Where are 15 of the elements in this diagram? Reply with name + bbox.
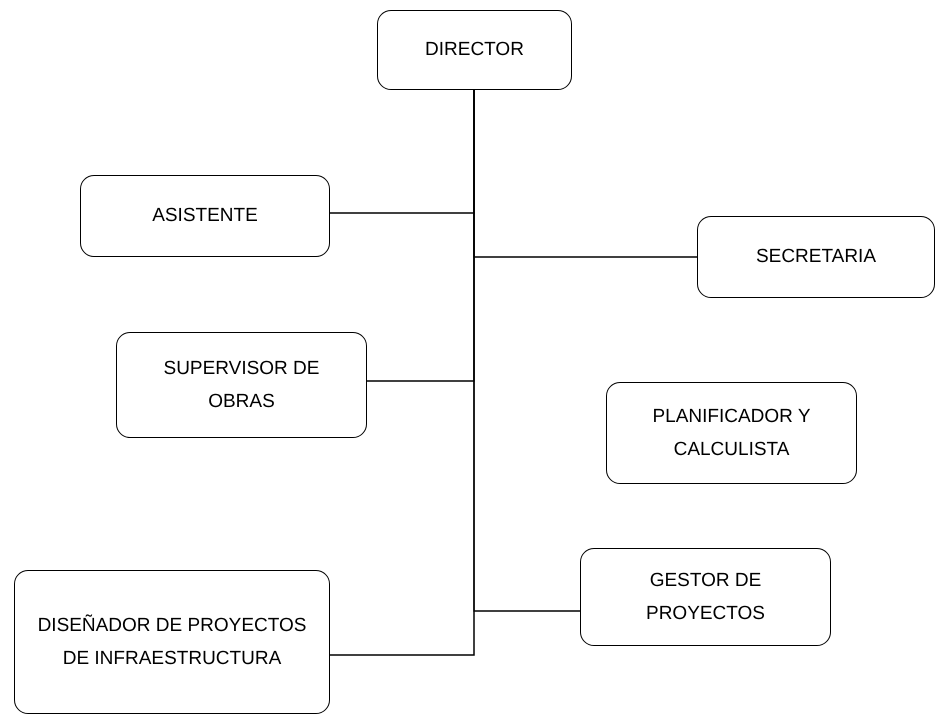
org-box: [697, 216, 935, 298]
role-label: ASISTENTE: [152, 204, 258, 228]
role-label: GESTOR DE PROYECTOS: [645, 568, 766, 626]
role-label: PLANIFICADOR Y CALCULISTA: [651, 404, 812, 462]
org-box: [580, 548, 831, 646]
org-box: [80, 175, 330, 257]
org-box: [377, 10, 572, 90]
org-box: [116, 332, 367, 438]
role-label: SUPERVISOR DE OBRAS: [162, 356, 320, 414]
role-label: DISEÑADOR DE PROYECTOS DE INFRAESTRUCTURA: [36, 613, 308, 671]
org-box: [14, 570, 330, 714]
role-label: DIRECTOR: [425, 38, 524, 62]
org-box: [606, 382, 857, 484]
connector-line: [330, 90, 475, 656]
role-label: SECRETARIA: [756, 245, 876, 270]
